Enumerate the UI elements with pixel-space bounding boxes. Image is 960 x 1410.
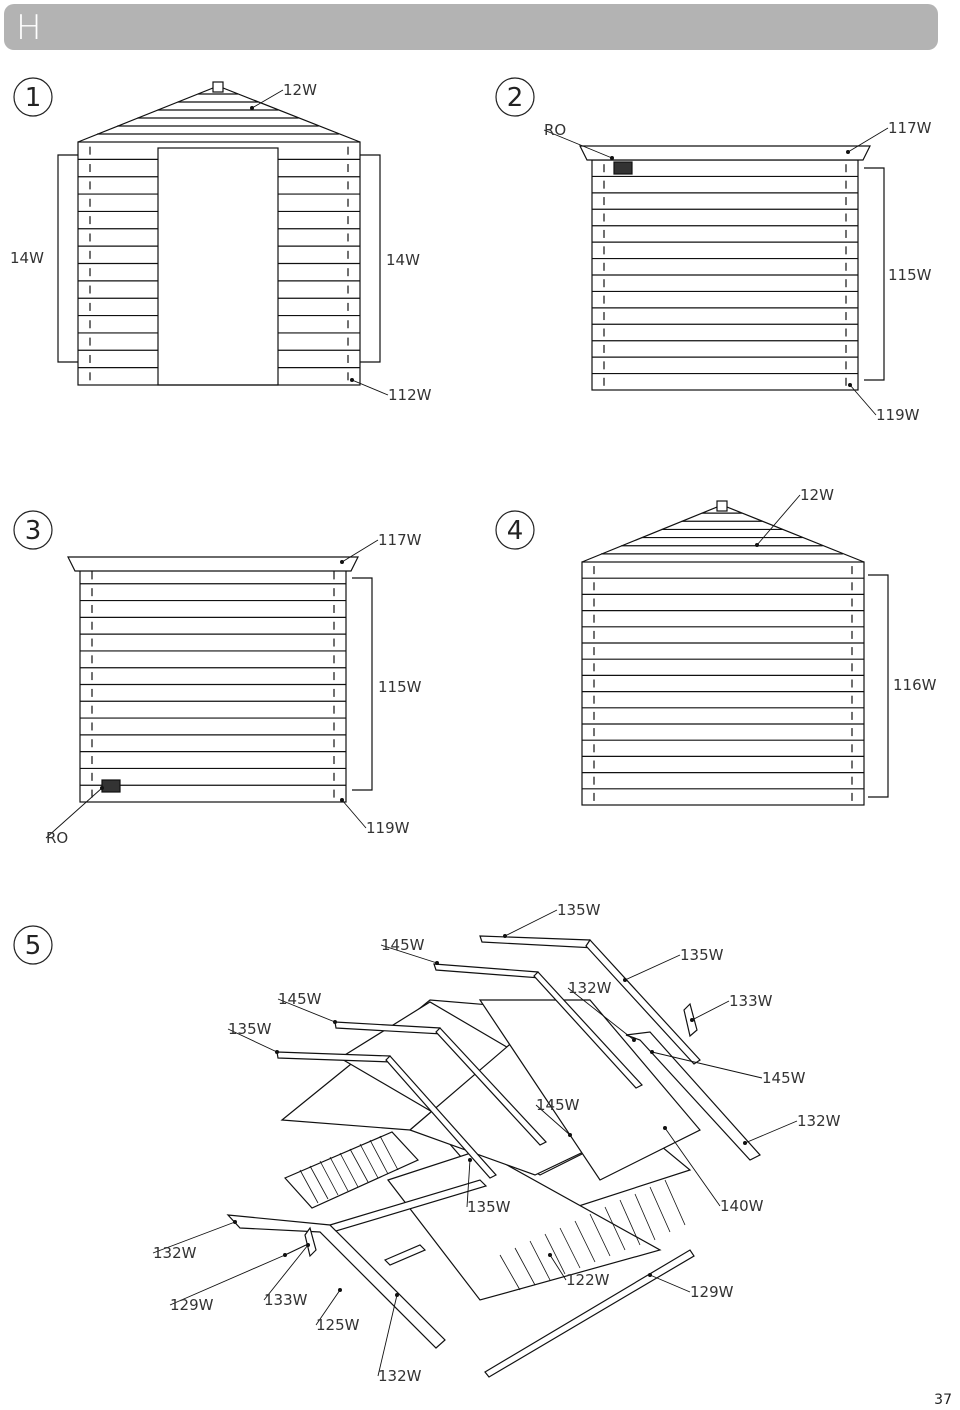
part-code: 117W bbox=[888, 119, 932, 137]
part-code: 132W bbox=[153, 1244, 197, 1262]
step-1-part-label: 14W bbox=[386, 251, 420, 269]
step-3-part-label: RO bbox=[45, 786, 104, 847]
part-code: 135W bbox=[467, 1198, 511, 1216]
step-2-part-label: 115W bbox=[888, 266, 932, 284]
step-5-part-label: 132W bbox=[743, 1112, 841, 1145]
part-code: 145W bbox=[278, 990, 322, 1008]
step-1-part-label: 112W bbox=[350, 378, 432, 404]
part-code: 116W bbox=[893, 676, 937, 694]
part-code: RO bbox=[46, 829, 68, 847]
step-5-part-label: 145W bbox=[277, 990, 337, 1024]
step-1-part-label: 14W bbox=[10, 249, 44, 267]
step-5-part-label: 135W bbox=[503, 901, 601, 938]
step-5-part-label: 129W bbox=[169, 1253, 287, 1314]
step-1-marker: 1 bbox=[13, 77, 53, 117]
part-code: 14W bbox=[10, 249, 44, 267]
step-2-part-label: 119W bbox=[848, 383, 920, 424]
part-code: 119W bbox=[366, 819, 410, 837]
wall-3-drawing bbox=[67, 556, 373, 803]
step-5-part-label: 129W bbox=[648, 1273, 734, 1301]
step-5-part-label: 145W bbox=[650, 1050, 806, 1087]
part-code: 145W bbox=[381, 936, 425, 954]
part-code: 119W bbox=[876, 406, 920, 424]
step-2-marker: 2 bbox=[495, 77, 535, 117]
roof-assembly-drawing bbox=[226, 935, 761, 1378]
step-number: 4 bbox=[507, 516, 524, 546]
wall-4-drawing bbox=[581, 500, 889, 806]
step-number: 2 bbox=[507, 83, 524, 113]
part-code: 145W bbox=[762, 1069, 806, 1087]
part-code: 122W bbox=[566, 1271, 610, 1289]
step-5-part-label: 145W bbox=[380, 936, 439, 965]
step-5-part-label: 132W bbox=[567, 979, 636, 1042]
part-code: 135W bbox=[228, 1020, 272, 1038]
step-5-part-label: 133W bbox=[690, 992, 773, 1022]
part-code: 115W bbox=[888, 266, 932, 284]
step-4-part-label: 12W bbox=[755, 486, 834, 547]
part-code: 12W bbox=[800, 486, 834, 504]
step-5-part-label: 135W bbox=[623, 946, 724, 982]
part-code: 117W bbox=[378, 531, 422, 549]
part-code: 115W bbox=[378, 678, 422, 696]
step-3-part-label: 115W bbox=[378, 678, 422, 696]
part-code: RO bbox=[544, 121, 566, 139]
step-2-part-label: 117W bbox=[846, 119, 932, 154]
part-code: 132W bbox=[378, 1367, 422, 1385]
part-code: 140W bbox=[720, 1197, 764, 1215]
part-code: 129W bbox=[690, 1283, 734, 1301]
part-code: 12W bbox=[283, 81, 317, 99]
step-5-part-label: 122W bbox=[548, 1253, 610, 1289]
step-number: 5 bbox=[25, 931, 42, 961]
part-code: 132W bbox=[797, 1112, 841, 1130]
step-5-part-label: 132W bbox=[152, 1220, 237, 1262]
step-5-part-label: 125W bbox=[315, 1288, 360, 1334]
step-5-part-label: 133W bbox=[263, 1243, 310, 1309]
step-2-part-label: RO bbox=[543, 121, 614, 160]
part-code: 132W bbox=[568, 979, 612, 997]
step-5-part-label: 145W bbox=[535, 1096, 580, 1137]
step-number: 1 bbox=[25, 83, 42, 113]
step-4-part-label: 116W bbox=[893, 676, 937, 694]
step-5-part-label: 140W bbox=[663, 1126, 764, 1215]
step-3-part-label: 117W bbox=[340, 531, 422, 564]
step-4-marker: 4 bbox=[495, 510, 535, 550]
step-5-marker: 5 bbox=[13, 925, 53, 965]
part-code: 14W bbox=[386, 251, 420, 269]
wall-2-drawing bbox=[579, 145, 885, 391]
part-code: 133W bbox=[729, 992, 773, 1010]
step-5-part-label: 135W bbox=[227, 1020, 279, 1054]
step-3-part-label: 119W bbox=[340, 798, 410, 837]
wall-1-drawing bbox=[57, 81, 381, 386]
page-number: 37 bbox=[934, 1392, 952, 1408]
part-code: 125W bbox=[316, 1316, 360, 1334]
section-letter: H bbox=[16, 8, 42, 48]
section-header: H bbox=[4, 4, 938, 50]
part-code: 129W bbox=[170, 1296, 214, 1314]
part-code: 133W bbox=[264, 1291, 308, 1309]
part-code: 145W bbox=[536, 1096, 580, 1114]
step-5-part-label: 132W bbox=[377, 1293, 422, 1385]
part-code: 135W bbox=[680, 946, 724, 964]
step-5-part-label: 135W bbox=[466, 1158, 511, 1216]
part-code: 112W bbox=[388, 386, 432, 404]
step-3-marker: 3 bbox=[13, 510, 53, 550]
part-code: 135W bbox=[557, 901, 601, 919]
step-1-part-label: 12W bbox=[250, 81, 317, 110]
step-number: 3 bbox=[25, 516, 42, 546]
